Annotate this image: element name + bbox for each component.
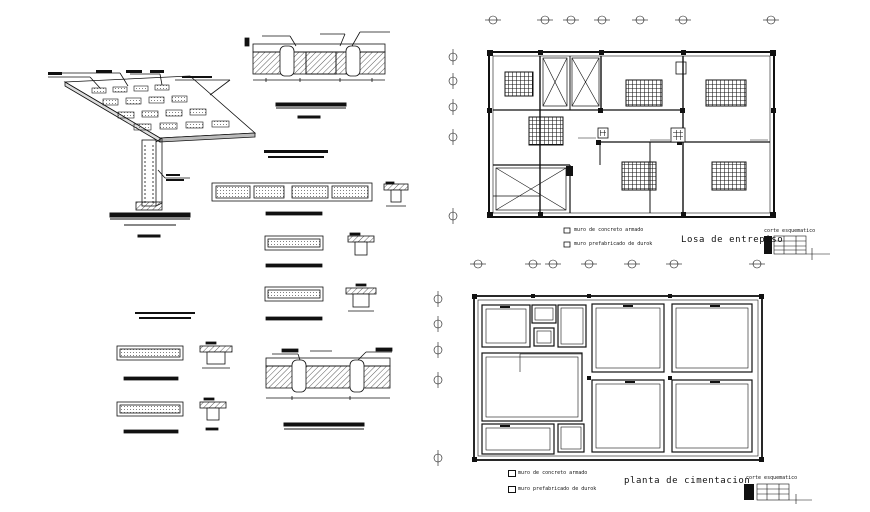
plan-bottom-schedule-title: corte esquematico [746, 475, 798, 481]
beam-elevation-long [211, 182, 373, 216]
slab-perspective-title-bar [109, 212, 191, 238]
plan-bottom-legend-box-durok [508, 486, 516, 493]
plan-top-schedule-title: corte esquematico [764, 228, 816, 234]
plan-top-section-schedule [764, 235, 830, 260]
slab-section-top [244, 31, 390, 82]
plan-bottom-legend-box-concrete [508, 470, 516, 477]
beam-group-lower-header [135, 312, 195, 319]
slab-perspective-drawing [48, 72, 257, 211]
beam-elevation-2 [264, 235, 324, 268]
beam-elevation-4 [116, 345, 184, 381]
plan-top-rebar-meshes [504, 71, 768, 191]
beam-section-5 [199, 397, 227, 431]
plan-top-axis-bubbles-y [448, 49, 458, 224]
plan-top-columns [487, 50, 776, 218]
plan-bottom-legend-label-concrete: muro de concreto armado [518, 470, 588, 476]
plan-top-legend-label-concrete: muro de concreto armado [574, 227, 644, 233]
beam-section-3 [345, 283, 377, 312]
plan-top-legend-label-durok: muro prefabricado de durok [574, 241, 653, 247]
plan-bottom-outline [473, 295, 763, 461]
plan-top-axis-bubbles-x [485, 15, 779, 25]
plan-bottom-pedestals [472, 294, 764, 462]
plan-bottom-grid-axes [433, 259, 765, 466]
beam-details-header [264, 150, 328, 158]
slab-perspective-callout-tags [48, 70, 212, 181]
beam-section-1 [383, 181, 409, 207]
plan-bottom-axis-bubbles-y [433, 291, 443, 466]
plan-top-outline [488, 51, 775, 218]
plan-bottom-title: planta de cimentacion [624, 476, 751, 486]
slab-section-top-title [275, 102, 347, 119]
beam-section-4 [199, 341, 233, 369]
slab-section-bottom [265, 347, 393, 400]
plan-bottom-footings [481, 303, 753, 455]
beam-section-2 [347, 232, 375, 256]
plan-top-legend-boxes [563, 227, 571, 248]
plan-bottom-section-schedule [744, 483, 812, 504]
beam-elevation-5 [116, 401, 184, 434]
plan-bottom-axis-bubbles-x [470, 259, 765, 269]
slab-section-bottom-title [283, 422, 365, 430]
beam-elevation-3 [264, 286, 324, 321]
plan-top-grid-axes [448, 15, 779, 224]
plan-bottom-legend-label-durok: muro prefabricado de durok [518, 486, 597, 492]
plan-top-title: Losa de entrepiso [681, 235, 784, 245]
